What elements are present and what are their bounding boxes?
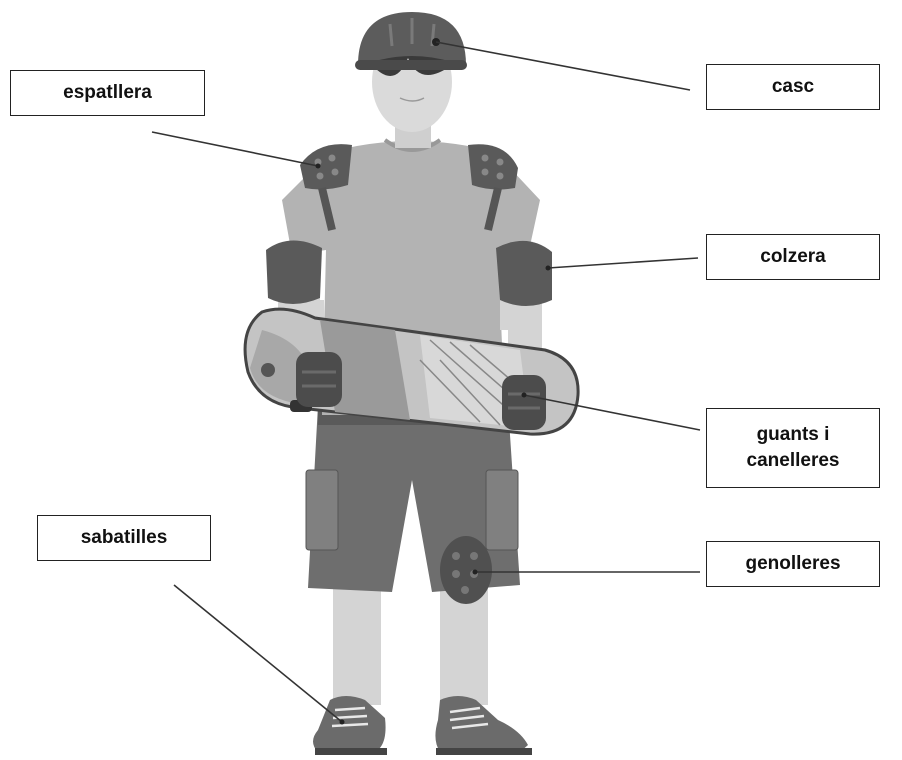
line-casc [436, 42, 690, 90]
knee-pad [440, 536, 492, 604]
elbow-pad-left [266, 240, 322, 304]
left-leg [333, 575, 381, 705]
dot-guants [522, 393, 527, 398]
dot-sabatilles [340, 720, 345, 725]
label-colzera: colzera [706, 234, 880, 280]
line-espatllera [152, 132, 318, 166]
glove-right [502, 375, 546, 430]
glove-left [296, 352, 342, 407]
line-sabatilles [174, 585, 342, 722]
helmet [355, 12, 467, 70]
label-sabatilles: sabatilles [37, 515, 211, 561]
dot-espatllera [316, 164, 321, 169]
label-guants-i-canelleres: guants i canelleres [706, 408, 880, 488]
elbow-pad-right [496, 241, 552, 306]
label-genolleres: genolleres [706, 541, 880, 587]
line-colzera [548, 258, 698, 268]
dot-genolleres [473, 570, 478, 575]
label-casc: casc [706, 64, 880, 110]
dot-colzera [546, 266, 551, 271]
label-espatllera: espatllera [10, 70, 205, 116]
